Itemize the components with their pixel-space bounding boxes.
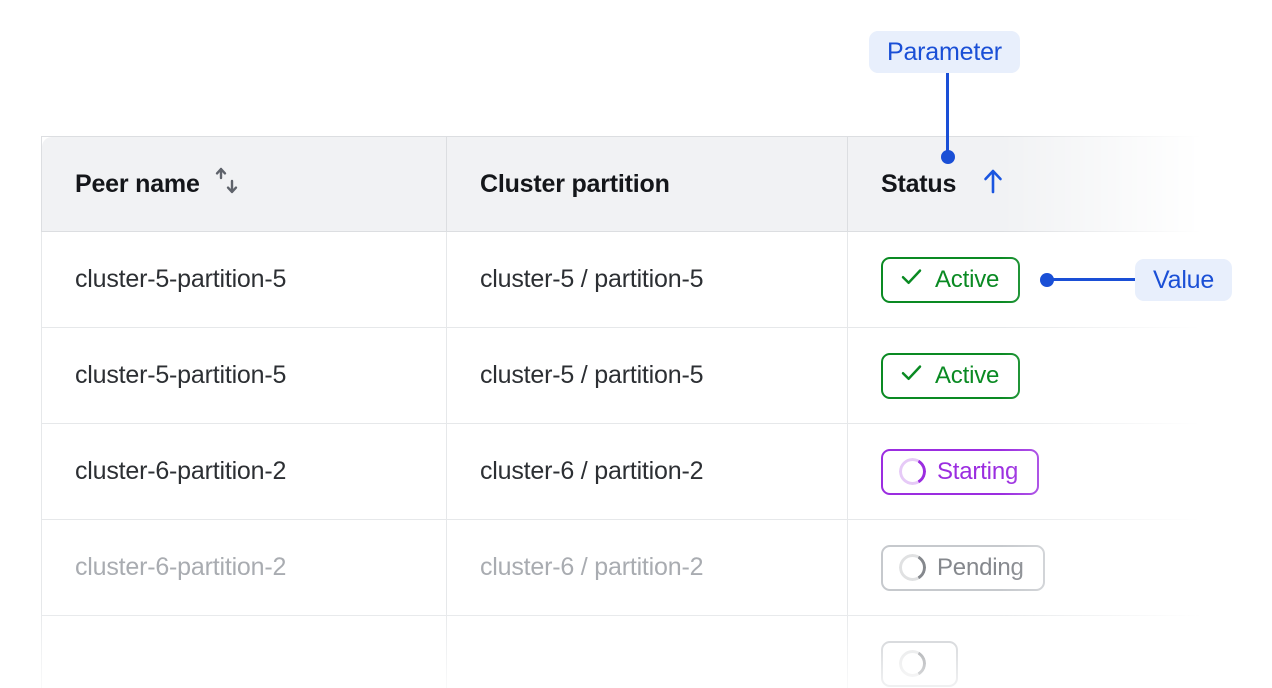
status-badge-pending: Pending (881, 544, 1045, 591)
table-row[interactable]: cluster-5-partition-5 cluster-5 / partit… (41, 327, 1231, 424)
spinner-icon (899, 554, 926, 581)
annotation-connector-parameter (946, 73, 949, 159)
cell-status: Pending (847, 519, 1231, 616)
table-header-row: Peer name Clus (41, 136, 1231, 232)
table-row[interactable]: cluster-5-partition-5 cluster-5 / partit… (41, 231, 1231, 328)
status-badge-label: Active (935, 265, 1000, 293)
status-badge-label: Starting (937, 457, 1019, 485)
column-header-cluster-partition-label: Cluster partition (480, 169, 670, 198)
cell-status: Active (847, 231, 1231, 328)
peers-table: Peer name Clus (41, 136, 1231, 688)
cell-peer-name: cluster-6-partition-2 (41, 423, 447, 520)
status-badge-starting: Starting (881, 448, 1040, 495)
annotation-badge-value: Value (1135, 259, 1233, 301)
cell-peer-name: cluster-6-partition-2 (41, 519, 447, 616)
check-icon (899, 264, 924, 296)
table-body: cluster-5-partition-5 cluster-5 / partit… (41, 231, 1231, 688)
annotation-badge-parameter: Parameter (869, 31, 1020, 73)
peers-table-container: Peer name Clus (41, 136, 1231, 688)
cell-cluster-partition: cluster-5 / partition-5 (446, 327, 848, 424)
check-icon (899, 360, 924, 392)
column-header-cluster-partition[interactable]: Cluster partition (446, 136, 848, 232)
column-header-peer-name-label: Peer name (75, 169, 200, 198)
status-badge-label: Active (935, 361, 1000, 389)
table-row[interactable] (41, 615, 1231, 688)
cell-status: Starting (847, 423, 1231, 520)
cell-cluster-partition: cluster-5 / partition-5 (446, 231, 848, 328)
cell-peer-name: cluster-5-partition-5 (41, 327, 447, 424)
table-row[interactable]: cluster-6-partition-2 cluster-6 / partit… (41, 423, 1231, 520)
cell-status: Active (847, 327, 1231, 424)
cell-status (847, 615, 1231, 688)
status-badge-active: Active (881, 352, 1021, 399)
table-header: Peer name Clus (41, 136, 1231, 232)
cell-cluster-partition: cluster-6 / partition-2 (446, 519, 848, 616)
table-row[interactable]: cluster-6-partition-2 cluster-6 / partit… (41, 519, 1231, 616)
cell-peer-name: cluster-5-partition-5 (41, 231, 447, 328)
cell-cluster-partition (446, 615, 848, 688)
status-badge-pending (881, 640, 958, 687)
arrow-up-icon[interactable] (980, 166, 1006, 203)
column-header-peer-name[interactable]: Peer name (41, 136, 447, 232)
spinner-icon (899, 650, 926, 677)
status-badge-label: Pending (937, 553, 1024, 581)
cell-cluster-partition: cluster-6 / partition-2 (446, 423, 848, 520)
cell-peer-name (41, 615, 447, 688)
annotation-connector-value (1047, 278, 1137, 281)
status-badge-active: Active (881, 256, 1021, 303)
annotation-dot-parameter (941, 150, 955, 164)
column-header-status-label: Status (881, 169, 957, 198)
column-header-status[interactable]: Status (847, 136, 1231, 232)
spinner-icon (899, 458, 926, 485)
sort-updown-icon[interactable] (214, 166, 240, 203)
